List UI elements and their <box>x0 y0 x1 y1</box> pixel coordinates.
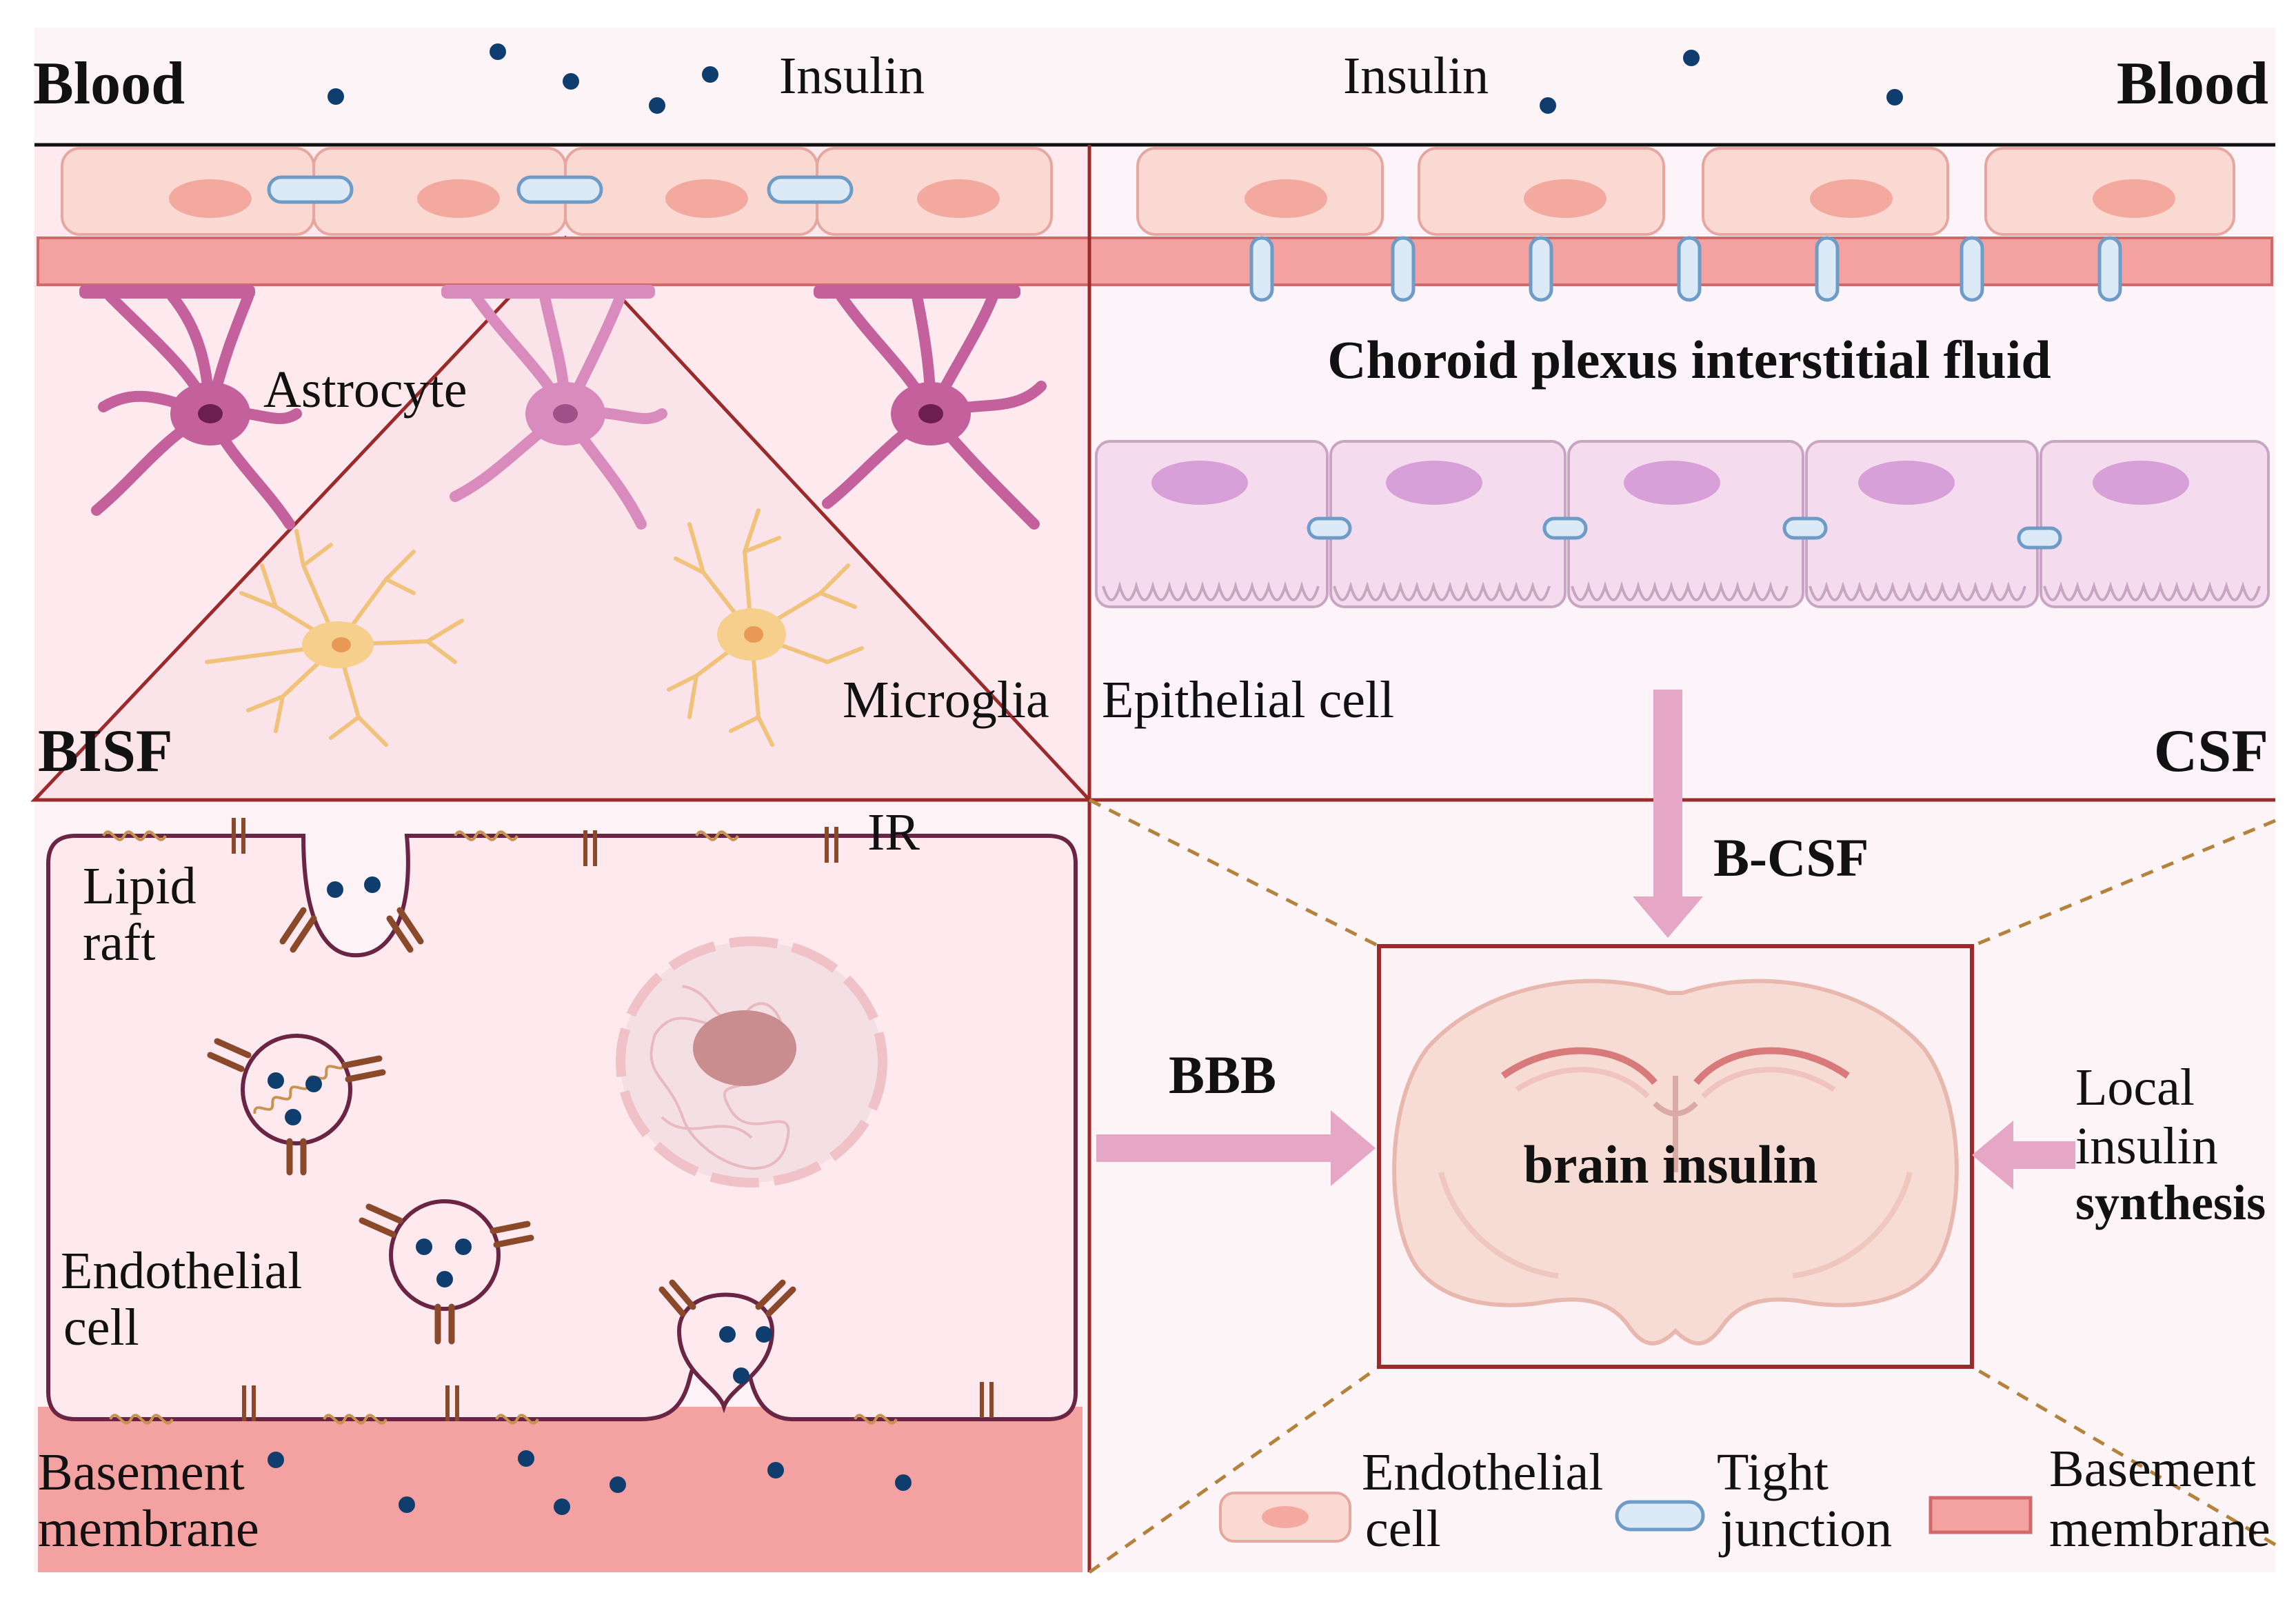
label-blood-right: Blood <box>2117 50 2268 117</box>
label-blood-left: Blood <box>33 50 185 117</box>
legend-tight-label-2: junction <box>1718 1500 1892 1558</box>
endothelial-nucleus <box>417 179 500 218</box>
arrows <box>1096 690 2075 1190</box>
epithelium <box>1095 440 2270 608</box>
basement-membrane-zoom <box>38 1407 1082 1572</box>
legend-basement-label-2: membrane <box>2049 1500 2270 1558</box>
cell-nucleus <box>616 936 887 1187</box>
legend-basement-swatch <box>1929 1496 2033 1534</box>
endothelial-nucleus <box>169 179 252 218</box>
legend-tight-label-1: Tight <box>1717 1443 1829 1501</box>
endothelial-nucleus <box>917 179 1000 218</box>
vesicle <box>359 1199 534 1345</box>
astrocyte-right <box>822 291 1047 530</box>
endothelial-cell-outline <box>46 834 1078 1421</box>
endothelial-nucleus <box>1245 179 1327 218</box>
label-choroid-plexus: Choroid plexus interstitial fluid <box>1327 330 2051 390</box>
bbb-arrow <box>1096 1110 1376 1186</box>
insulin-molecules <box>268 43 1903 1515</box>
microglia-right <box>667 508 864 747</box>
vesicle <box>207 1034 386 1176</box>
tight-junction <box>267 175 354 204</box>
epithelial-nucleus <box>1386 461 1482 505</box>
legend-endothelial-label-2: cell <box>1365 1500 1441 1558</box>
label-membrane: membrane <box>38 1500 259 1558</box>
bbb-endothelium <box>61 147 1053 236</box>
label-raft: raft <box>83 914 155 972</box>
lipid-rafts <box>102 830 898 1425</box>
astrocyte-middle <box>450 291 667 530</box>
label-basement: Basement <box>38 1443 245 1501</box>
epithelial-tight-junctions <box>1307 517 2062 550</box>
tight-junction <box>516 175 603 204</box>
legend-tight-junction-swatch <box>1615 1500 1705 1532</box>
label-lipid: Lipid <box>83 857 197 915</box>
basement-membrane-top-left <box>37 237 1091 286</box>
label-insulin-right: Insulin <box>1343 47 1489 105</box>
legend <box>1219 1492 2033 1543</box>
fenestrations <box>1249 236 2122 302</box>
endothelial-nucleus <box>1810 179 1893 218</box>
endocytosis-receptors <box>279 907 424 953</box>
microvilli <box>1102 581 2261 601</box>
label-b-csf: B-CSF <box>1713 828 1869 888</box>
label-bbb: BBB <box>1169 1045 1276 1105</box>
zoom-lines <box>1088 798 2277 1574</box>
label-epithelial-cell: Epithelial cell <box>1102 671 1394 729</box>
epithelial-nucleus <box>2093 461 2189 505</box>
label-bisf: BISF <box>38 718 173 785</box>
label-endothelial: Endothelial <box>61 1242 302 1300</box>
microglia-left <box>205 529 464 747</box>
label-synthesis: synthesis <box>2075 1175 2266 1230</box>
label-insulin-left: Insulin <box>779 47 925 105</box>
epithelial-nucleus <box>1151 461 1248 505</box>
label-cell: cell <box>63 1299 139 1356</box>
epithelial-nucleus <box>1858 461 1955 505</box>
endothelial-nucleus <box>665 179 748 218</box>
label-astrocyte: Astrocyte <box>263 361 467 419</box>
legend-endothelial-label-1: Endothelial <box>1362 1443 1603 1501</box>
label-local: Local <box>2075 1059 2195 1116</box>
astrocyte-left <box>91 291 302 530</box>
vesicle <box>658 1279 796 1414</box>
legend-basement-label-1: Basement <box>2049 1440 2256 1498</box>
local-synthesis-arrow <box>1972 1121 2075 1190</box>
b-csf-arrow <box>1633 690 1703 938</box>
tight-junction <box>767 175 854 204</box>
endothelial-nucleus <box>1524 179 1607 218</box>
label-insulin: insulin <box>2075 1117 2218 1175</box>
brain-section <box>1392 979 1959 1345</box>
label-microglia: Microglia <box>843 671 1049 729</box>
label-ir: IR <box>867 803 920 861</box>
epithelial-nucleus <box>1624 461 1720 505</box>
endothelial-nucleus <box>2093 179 2175 218</box>
label-brain-insulin: brain insulin <box>1523 1134 1817 1194</box>
choroid-endothelium <box>1136 147 2235 236</box>
label-csf: CSF <box>2154 718 2268 785</box>
